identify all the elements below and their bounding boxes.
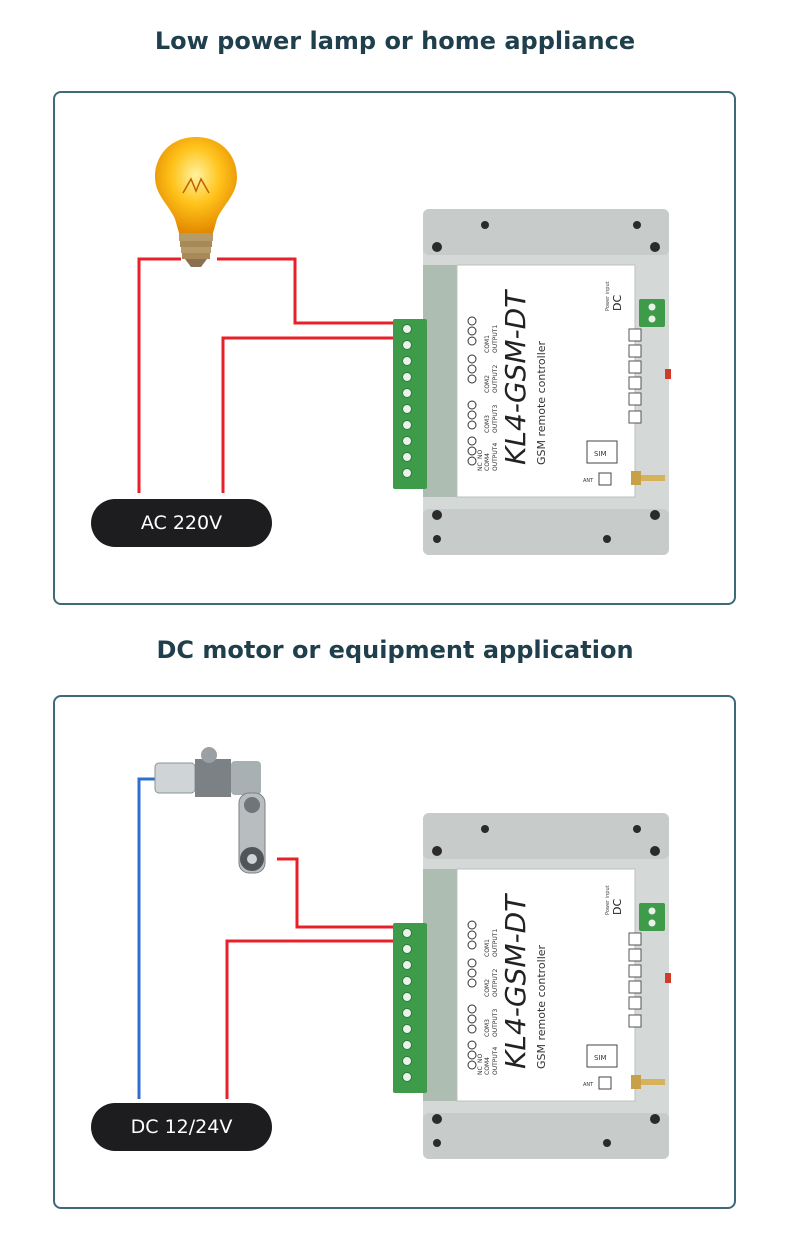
mount-hole: [432, 846, 442, 856]
mount-hole: [481, 221, 489, 229]
wire-line: [277, 857, 413, 929]
contact-label: NC: [477, 462, 484, 471]
com-label: COM2: [484, 375, 491, 393]
wiring-panel-motor: DC 12/24V: [53, 695, 736, 1209]
wire-line: [137, 257, 181, 493]
output-label: OUTPUT4: [492, 1047, 499, 1075]
power-input-label: Power input: [605, 281, 611, 311]
com-label: COM3: [484, 415, 491, 433]
output-label: OUTPUT4: [492, 443, 499, 471]
output-label: OUTPUT1: [492, 325, 499, 353]
mount-hole: [650, 242, 660, 252]
mount-hole: [650, 846, 660, 856]
mount-hole: [433, 1139, 441, 1147]
mount-hole: [650, 1114, 660, 1124]
mount-hole: [432, 242, 442, 252]
wire-line: [137, 777, 159, 1099]
mount-hole: [633, 825, 641, 833]
dc-motor-icon: [154, 747, 266, 874]
sim-label: SIM: [594, 1054, 607, 1062]
supply-label-ac: AC 220V: [91, 499, 272, 547]
device-model: KL4-GSM-DT: [499, 289, 532, 465]
com-label: COM4: [484, 1057, 491, 1075]
mount-hole: [481, 825, 489, 833]
wiring-lines: [137, 777, 413, 1099]
mount-hole: [603, 535, 611, 543]
device-model: KL4-GSM-DT: [499, 893, 532, 1069]
ant-label: ANT: [583, 1082, 594, 1088]
output-label: OUTPUT1: [492, 929, 499, 957]
wire-line: [221, 336, 413, 493]
com-label: COM4: [484, 453, 491, 471]
mount-hole: [433, 535, 441, 543]
section-heading-lamp: Low power lamp or home appliance: [154, 27, 636, 55]
sim-label: SIM: [594, 450, 607, 458]
light-bulb-icon: [155, 137, 237, 267]
supply-label-dc: DC 12/24V: [91, 1103, 272, 1151]
mount-hole: [633, 221, 641, 229]
gsm-controller-device: SIM ANT KL4-GSM-DT GSM remote controller…: [393, 813, 671, 1159]
gsm-controller-device: SIM ANT KL4-GSM-DT GSM remote controller…: [393, 209, 671, 555]
com-label: COM2: [484, 979, 491, 997]
com-label: COM3: [484, 1019, 491, 1037]
contact-label: NO: [477, 450, 484, 459]
device-subtitle: GSM remote controller: [535, 944, 548, 1069]
mount-hole: [432, 510, 442, 520]
wire-line: [217, 257, 413, 325]
wiring-panel-lamp: AC 220V: [53, 91, 736, 605]
section-heading-motor: DC motor or equipment application: [156, 636, 634, 664]
wire-line: [225, 939, 413, 1099]
ant-label: ANT: [583, 478, 594, 484]
output-label: OUTPUT3: [492, 1009, 499, 1037]
device-subtitle: GSM remote controller: [535, 340, 548, 465]
com-label: COM1: [484, 939, 491, 957]
power-input-label: Power input: [605, 885, 611, 915]
mount-hole: [603, 1139, 611, 1147]
power-label: DC: [611, 295, 624, 311]
wiring-lines: [137, 257, 413, 493]
com-label: COM1: [484, 335, 491, 353]
power-label: DC: [611, 899, 624, 915]
terminal-screws: [402, 324, 412, 478]
contact-label: NC: [477, 1066, 484, 1075]
contact-label: NO: [477, 1054, 484, 1063]
output-label: OUTPUT2: [492, 365, 499, 393]
mount-hole: [650, 510, 660, 520]
terminal-screws: [402, 928, 412, 1082]
mount-hole: [432, 1114, 442, 1124]
output-label: OUTPUT3: [492, 405, 499, 433]
output-label: OUTPUT2: [492, 969, 499, 997]
